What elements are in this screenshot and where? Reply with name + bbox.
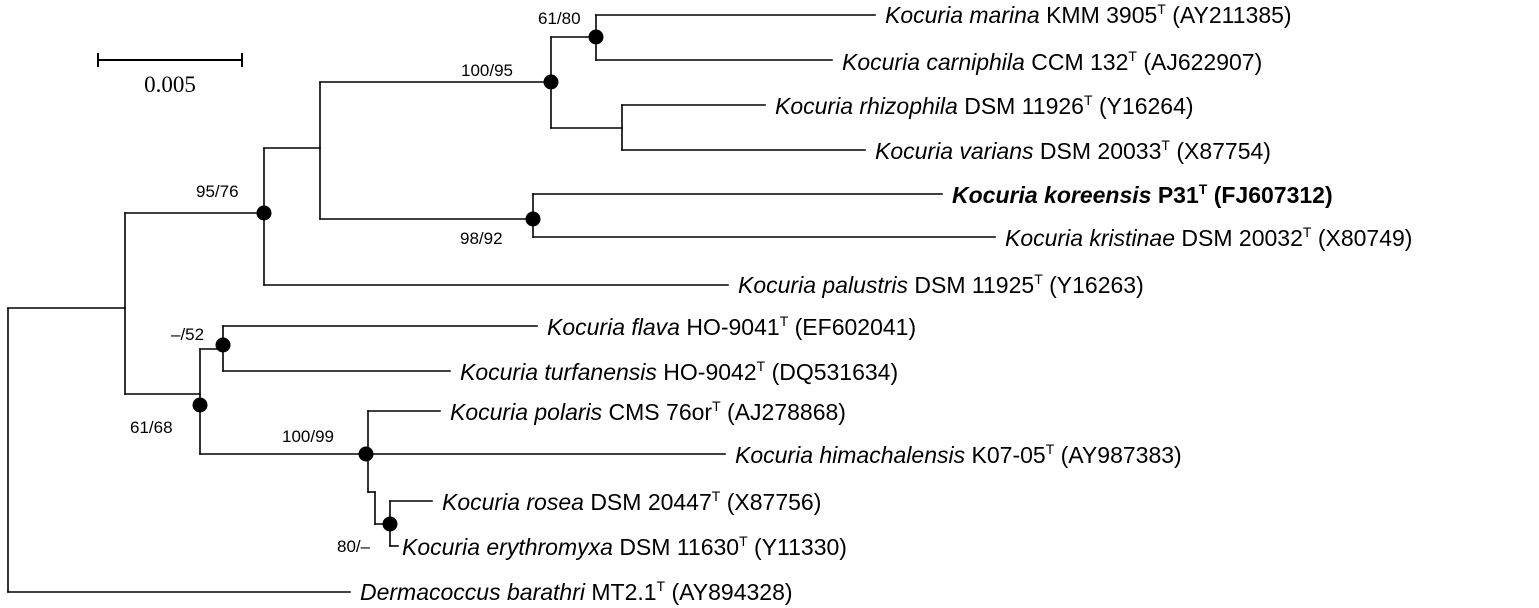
node-dot-80 xyxy=(382,516,398,532)
taxon-label-polaris: Kocuria polaris CMS 76orT (AJ278868) xyxy=(450,398,846,425)
taxon-label-barathri: Dermacoccus barathri MT2.1T (AY894328) xyxy=(360,578,793,605)
taxon-label-rhizophila: Kocuria rhizophila DSM 11926T (Y16264) xyxy=(775,92,1194,119)
bootstrap-label: 95/76 xyxy=(196,182,239,201)
bootstrap-label: 61/68 xyxy=(130,418,173,437)
taxon-labels: Kocuria marina KMM 3905T (AY211385) Kocu… xyxy=(360,1,1412,605)
node-dot-flava-group xyxy=(215,337,231,353)
node-dot-100-95 xyxy=(543,74,559,90)
taxon-label-flava: Kocuria flava HO-9041T (EF602041) xyxy=(547,313,916,340)
node-dot-100-99 xyxy=(358,446,374,462)
bootstrap-label: 98/92 xyxy=(460,229,503,248)
taxon-label-erythromyxa: Kocuria erythromyxa DSM 11630T (Y11330) xyxy=(402,533,847,560)
bootstrap-label: 61/80 xyxy=(538,9,581,28)
taxon-label-palustris: Kocuria palustris DSM 11925T (Y16263) xyxy=(738,271,1144,298)
node-dots xyxy=(192,29,604,532)
taxon-label-koreensis: Kocuria koreensis P31T (FJ607312) xyxy=(952,181,1333,208)
node-dot-98-92 xyxy=(525,211,541,227)
taxon-label-marina: Kocuria marina KMM 3905T (AY211385) xyxy=(885,1,1292,28)
taxon-label-kristinae: Kocuria kristinae DSM 20032T (X80749) xyxy=(1005,224,1412,251)
taxon-label-carniphila: Kocuria carniphila CCM 132T (AJ622907) xyxy=(842,48,1262,75)
scale-bar-line xyxy=(97,53,243,67)
taxon-label-himachalensis: Kocuria himachalensis K07-05T (AY987383) xyxy=(735,441,1182,468)
bootstrap-label: 100/99 xyxy=(282,427,334,446)
node-dot-61-68 xyxy=(192,397,208,413)
bootstrap-label: 80/– xyxy=(337,537,371,556)
bootstrap-label: –/52 xyxy=(171,325,204,344)
bootstrap-label: 100/95 xyxy=(461,61,513,80)
scale-bar: 0.005 xyxy=(97,53,243,97)
taxon-label-turfanensis: Kocuria turfanensis HO-9042T (DQ531634) xyxy=(460,358,898,385)
scale-bar-label: 0.005 xyxy=(144,72,196,97)
bootstrap-labels: 61/80 100/95 95/76 98/92 –/52 61/68 100/… xyxy=(130,9,581,556)
node-dot-61-80 xyxy=(588,29,604,45)
taxon-label-rosea: Kocuria rosea DSM 20447T (X87756) xyxy=(442,488,821,515)
node-dot-95-76 xyxy=(256,205,272,221)
taxon-label-varians: Kocuria varians DSM 20033T (X87754) xyxy=(875,137,1271,164)
